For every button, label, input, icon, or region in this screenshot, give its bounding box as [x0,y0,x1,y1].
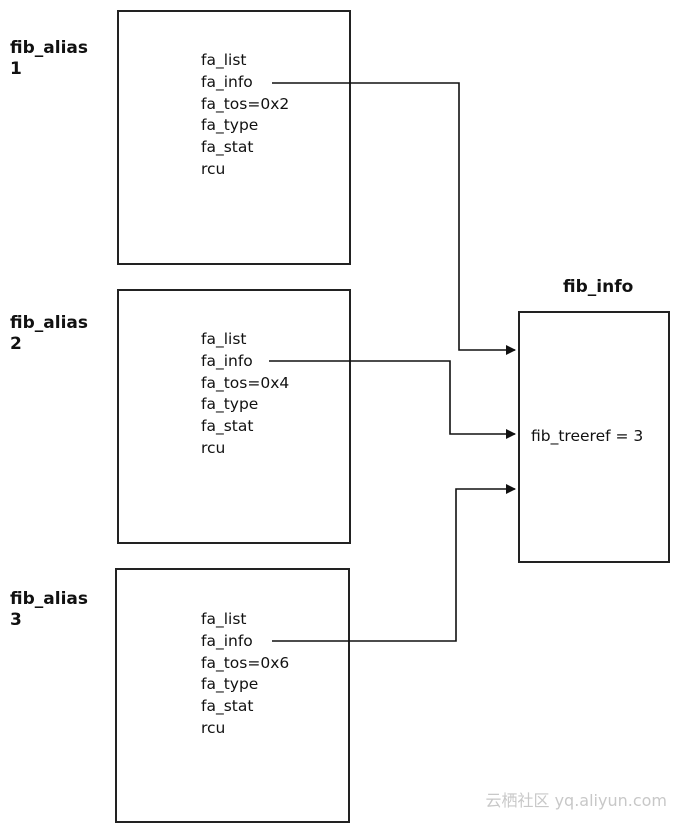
fib-alias-3-rcu: rcu [201,718,226,737]
fib-info-box [518,311,670,563]
fib-alias-3-fields: fa_list fa_info fa_tos=0x6 fa_type fa_st… [201,609,289,740]
arrow-alias2-to-fib-info [269,360,516,439]
fib-alias-2-rcu: rcu [201,438,226,457]
arrow-alias3-to-fib-info [272,484,516,642]
fib-alias-2-fa-info: fa_info [201,351,253,370]
fib-alias-3-fa-tos: fa_tos=0x6 [201,653,290,672]
fib-alias-3-fa-stat: fa_stat [201,697,254,716]
fib-alias-3-title: fib_alias 3 [10,589,88,631]
fib-alias-2-title: fib_alias 2 [10,313,88,355]
fib-alias-1-title-line2: 1 [10,59,22,79]
watermark: 云栖社区 yq.aliyun.com [485,791,667,810]
fib-alias-1-box [117,10,351,265]
fib-info-treeref: fib_treeref = 3 [531,427,644,445]
fib-alias-3-title-line2: 3 [10,610,22,630]
fib-alias-1-title: fib_alias 1 [10,38,88,80]
fib-alias-2-title-line2: 2 [10,334,22,354]
fib-alias-3-box [115,568,350,823]
fib-alias-2-fa-tos: fa_tos=0x4 [201,373,290,392]
fib-alias-1-fa-list: fa_list [201,51,247,69]
fib-alias-1-fa-type: fa_type [201,116,259,135]
fib-alias-3-fa-type: fa_type [201,675,259,694]
fib-alias-3-title-line1: fib_alias [10,589,88,609]
fib-alias-1-fa-tos: fa_tos=0x2 [201,94,290,113]
fib-alias-1-fa-stat: fa_stat [201,138,254,157]
fib-info-title: fib_info [563,277,634,297]
fib-alias-2-fa-list: fa_list [201,330,247,348]
fib-alias-2-box [117,289,351,544]
fib-alias-2-fa-stat: fa_stat [201,417,254,436]
fib-alias-3-fa-info: fa_info [201,631,253,650]
fib-alias-1-title-line1: fib_alias [10,38,88,58]
fib-alias-1-rcu: rcu [201,159,226,178]
fib-alias-2-title-line1: fib_alias [10,313,88,333]
fib-alias-2-fa-type: fa_type [201,395,259,414]
fib-alias-1-fa-info: fa_info [201,72,253,91]
fib-alias-1-fields: fa_list fa_info fa_tos=0x2 fa_type fa_st… [201,50,289,181]
fib-alias-2-fields: fa_list fa_info fa_tos=0x4 fa_type fa_st… [201,329,289,460]
arrow-alias1-to-fib-info [272,82,516,355]
fib-alias-3-fa-list: fa_list [201,610,247,628]
